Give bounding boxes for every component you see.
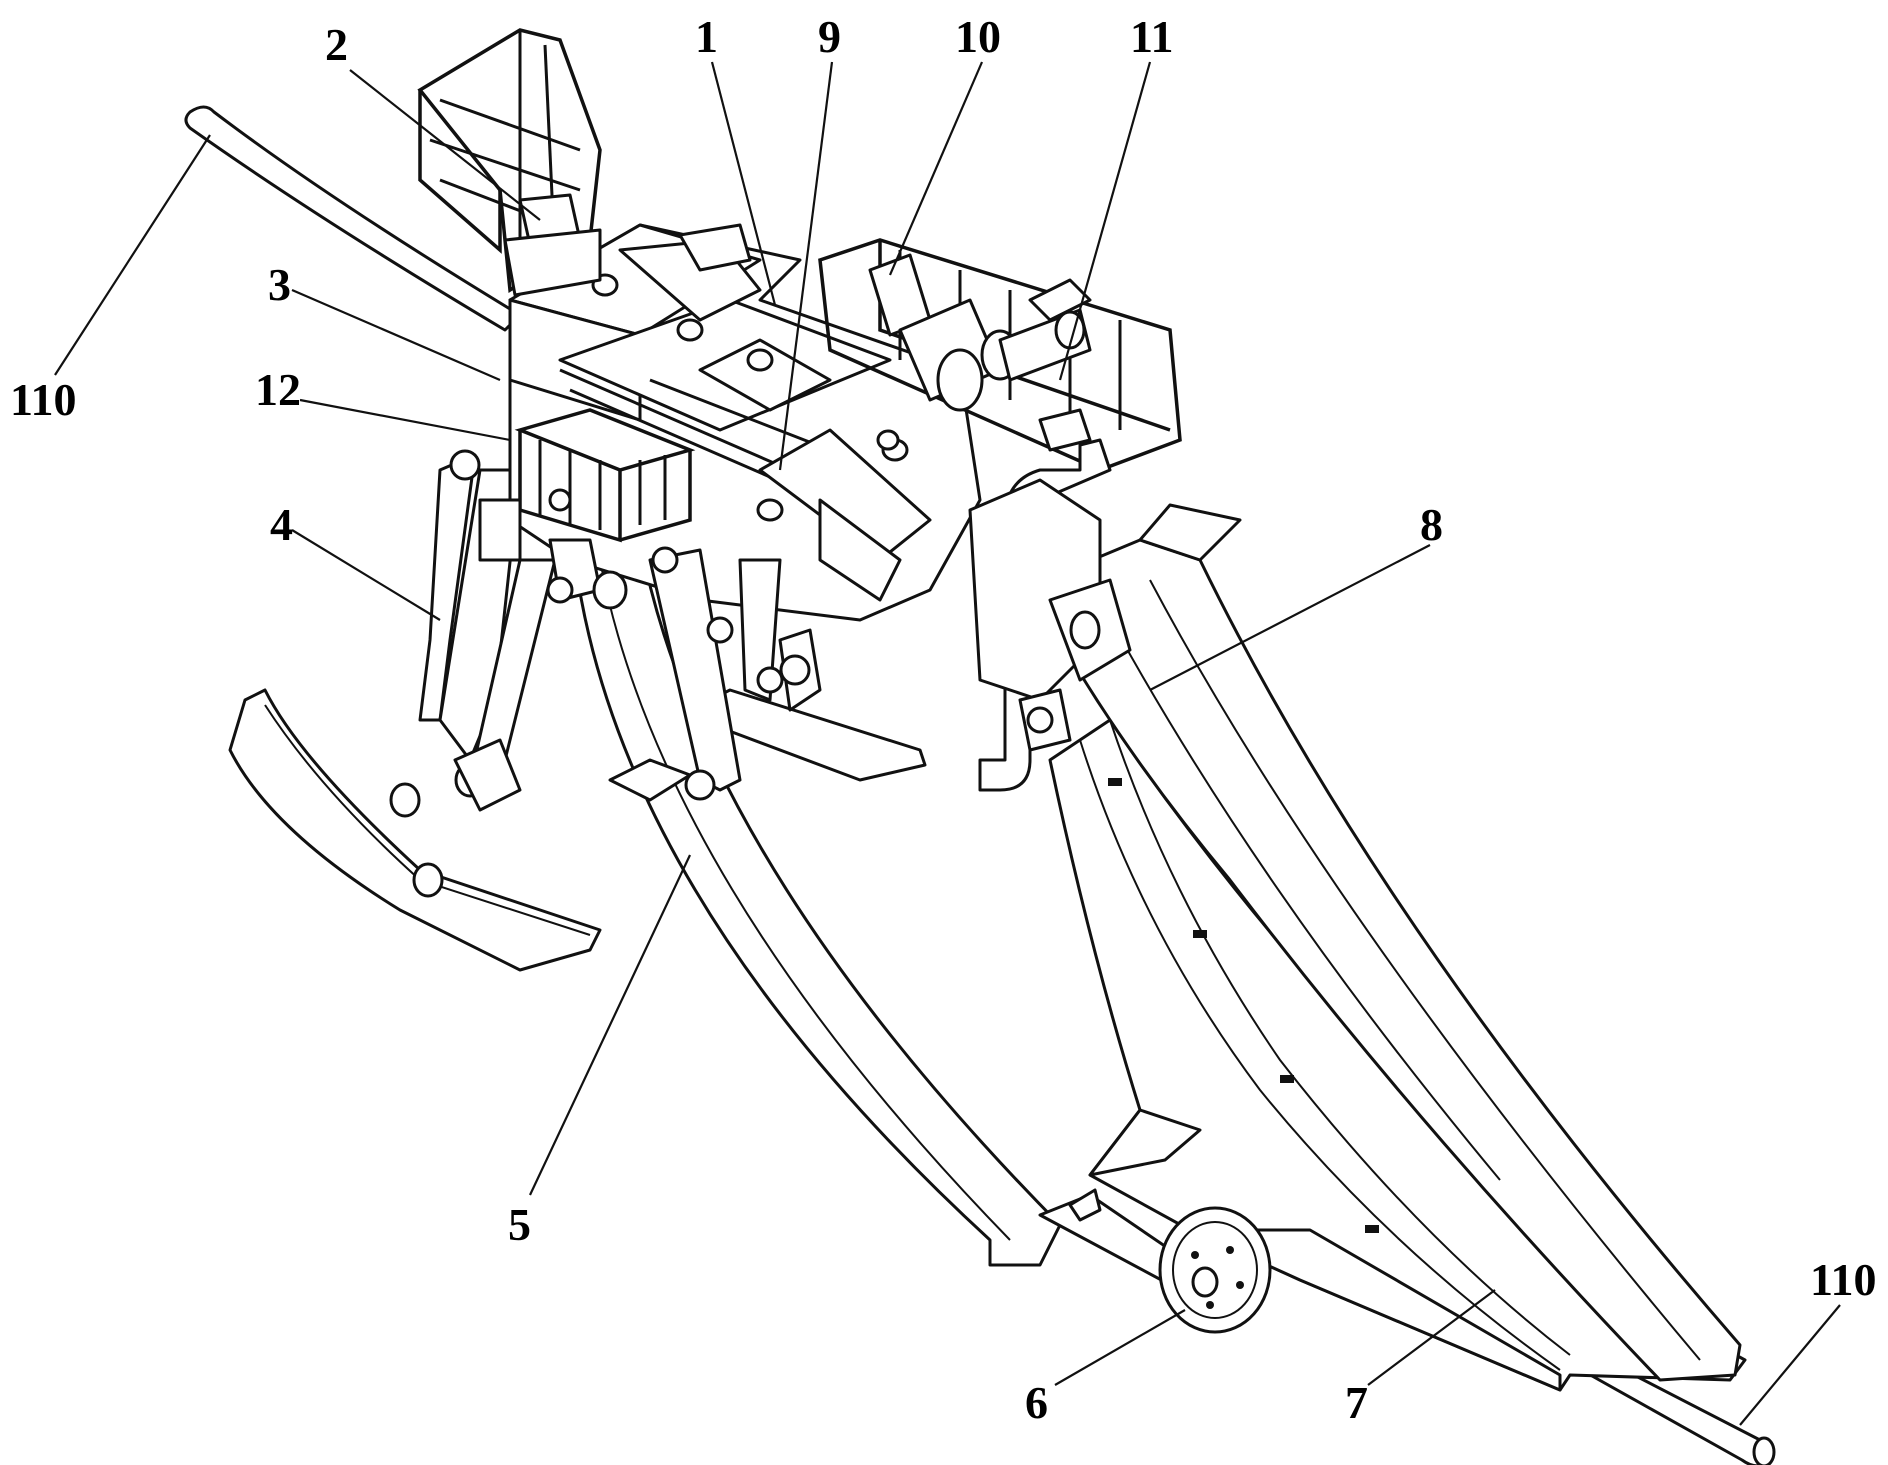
label-1: 1: [695, 11, 718, 62]
label-11: 11: [1130, 11, 1173, 62]
leader-2: [350, 70, 540, 220]
left-ski: [230, 690, 600, 970]
label-8: 8: [1420, 499, 1443, 550]
leader-4: [292, 530, 440, 620]
leader-5: [530, 855, 690, 1195]
label-7: 7: [1345, 1377, 1368, 1428]
leader-10: [890, 62, 982, 275]
label-110-right: 110: [1810, 1254, 1876, 1305]
leader-110-left: [55, 135, 210, 375]
frame-2: [420, 30, 600, 295]
label-12: 12: [255, 364, 301, 415]
label-5: 5: [508, 1199, 531, 1250]
leader-6: [1055, 1310, 1185, 1385]
leader-12: [300, 400, 510, 440]
label-110-left: 110: [10, 374, 76, 425]
label-9: 9: [818, 11, 841, 62]
label-6: 6: [1025, 1377, 1048, 1428]
label-2: 2: [325, 19, 348, 70]
label-4: 4: [270, 499, 293, 550]
leader-11: [1060, 62, 1150, 380]
label-3: 3: [268, 259, 291, 310]
label-10: 10: [955, 11, 1001, 62]
leader-110-right: [1740, 1305, 1840, 1425]
